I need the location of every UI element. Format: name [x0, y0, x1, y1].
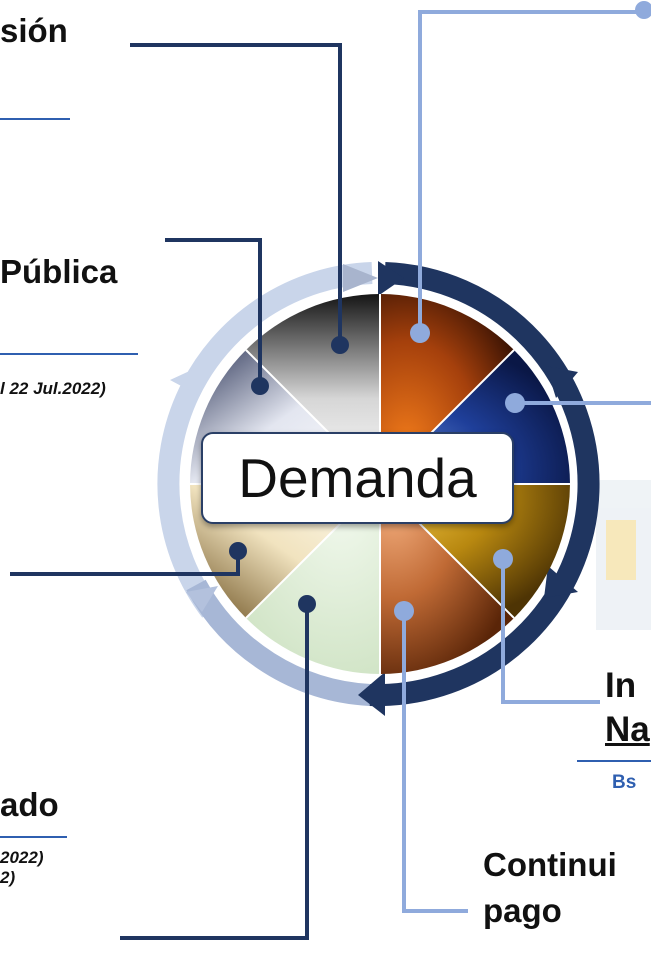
- arrowhead-right-lower: [544, 566, 578, 598]
- label-bottom-right-line1: Continui: [483, 846, 617, 883]
- connector-dots: [229, 1, 651, 621]
- ring-arc-light-left: [157, 262, 373, 618]
- underline-bottom-left: [0, 836, 67, 838]
- label-right-line2: Na: [605, 710, 650, 749]
- underline-top-left: [0, 118, 70, 120]
- pie-slice-copper: [380, 484, 514, 674]
- label-mid-left-date: l 22 Jul.2022): [0, 379, 106, 398]
- arrowhead-bottom: [358, 672, 385, 716]
- label-bottom-right-line2: pago: [483, 892, 562, 929]
- label-top-left: sión: [0, 12, 68, 49]
- connector-top-right: [418, 10, 651, 333]
- label-bottom-left: ado: [0, 786, 59, 823]
- arrowhead-top: [378, 261, 404, 296]
- connector-left: [10, 551, 240, 576]
- connector-mid-left: [165, 238, 262, 386]
- connector-bottom-right: [402, 611, 468, 913]
- label-mid-left: Pública: [0, 253, 118, 290]
- arrowhead-right-upper: [546, 366, 578, 398]
- label-bottom-left-date1: 2022): [0, 848, 44, 867]
- connector-bottom-left: [120, 604, 309, 940]
- connector-top-left: [130, 43, 342, 345]
- label-bottom-left-date2: 2): [0, 868, 16, 887]
- arrowhead-left-lower: [186, 586, 218, 612]
- label-right-line1: In: [605, 666, 637, 705]
- pie-slice-green: [246, 484, 380, 674]
- connector-right-lower: [501, 559, 600, 704]
- ring-arc-light-bottom: [186, 579, 371, 706]
- arrowhead-top-left: [343, 264, 378, 292]
- ring-arc-dark-right: [369, 262, 600, 707]
- underline-right: [577, 760, 651, 762]
- background-photo: [596, 480, 651, 630]
- center-label: Demanda: [238, 447, 477, 509]
- label-right-sub: Bs: [612, 772, 637, 793]
- center-label-box: Demanda: [201, 432, 514, 524]
- underline-mid-left: [0, 353, 138, 355]
- arrowhead-left-upper: [170, 368, 200, 396]
